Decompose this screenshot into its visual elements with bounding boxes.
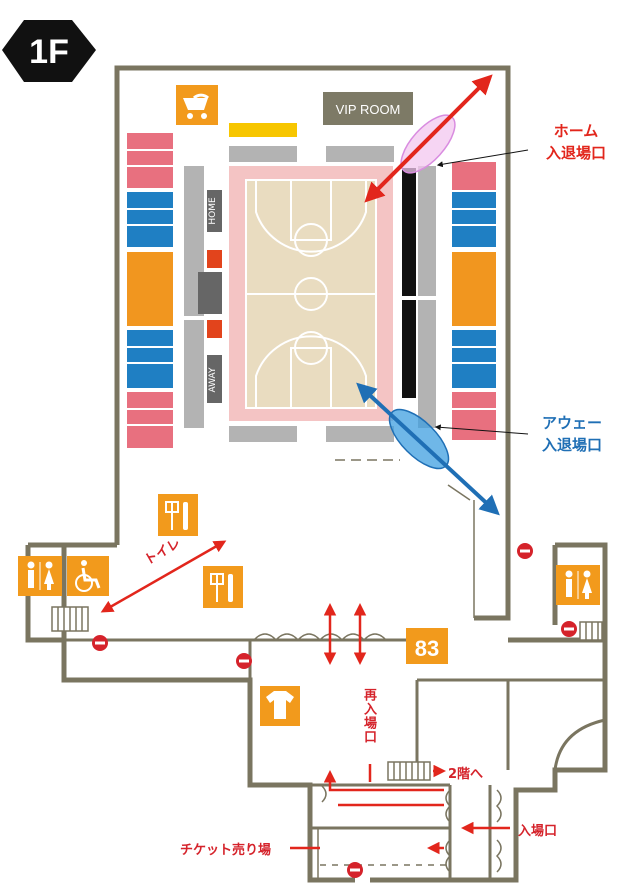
no-entry-icon	[92, 635, 108, 651]
gate-number: 83	[415, 636, 439, 661]
home-entrance-label: ホーム 入退場口	[536, 120, 616, 164]
seats-right	[452, 162, 496, 440]
away-entrance-label: アウェー 入退場口	[526, 412, 618, 456]
home-entrance-arrow	[364, 74, 493, 203]
ticket-booth-label: チケット売り場	[180, 843, 272, 858]
restroom-icon	[18, 556, 62, 596]
away-entrance-line2: 入退場口	[541, 436, 602, 454]
seats-left	[127, 133, 173, 448]
home-entrance-line1: ホーム	[553, 122, 599, 140]
reentry-label: 再入場口	[361, 688, 376, 744]
away-entrance-arrow	[356, 382, 500, 516]
tshirt-icon	[260, 686, 300, 726]
no-entry-icon	[561, 621, 577, 637]
away-entrance-line1: アウェー	[541, 414, 602, 432]
vip-room-label: VIP ROOM	[336, 102, 401, 117]
benches-left: HOME AWAY	[184, 166, 222, 428]
foyer-doors	[253, 633, 502, 873]
home-bench-label: HOME	[208, 197, 218, 225]
home-entrance-line2: 入退場口	[545, 144, 606, 162]
no-entry-icon	[236, 653, 252, 669]
benches-right	[402, 166, 436, 428]
toilet-direction-arrow	[100, 540, 227, 613]
to-2f-label: 2階へ	[448, 767, 484, 782]
stairs	[51, 606, 603, 781]
flow-arrows	[100, 540, 510, 855]
no-entry-icon	[517, 543, 533, 559]
stroller-icon	[176, 85, 218, 125]
away-bench-label: AWAY	[208, 367, 218, 393]
arena-walls	[25, 65, 608, 883]
building-inner-lines	[64, 638, 606, 880]
vip-room: VIP ROOM	[323, 92, 413, 125]
floor-badge-text: 1F	[29, 33, 69, 71]
restroom-icon	[556, 565, 600, 605]
floor-badge: 1F	[2, 20, 96, 82]
home-entrance-marker	[364, 74, 529, 203]
no-entry-icon	[347, 862, 363, 878]
restaurant-icon	[158, 494, 198, 536]
entrance-label: 入場口	[518, 824, 558, 839]
basketball-court	[229, 166, 393, 421]
restaurant-icon	[203, 566, 243, 608]
away-entrance-marker	[356, 382, 529, 516]
wheelchair-icon	[67, 556, 109, 596]
gate-number-badge: 83	[406, 628, 448, 664]
